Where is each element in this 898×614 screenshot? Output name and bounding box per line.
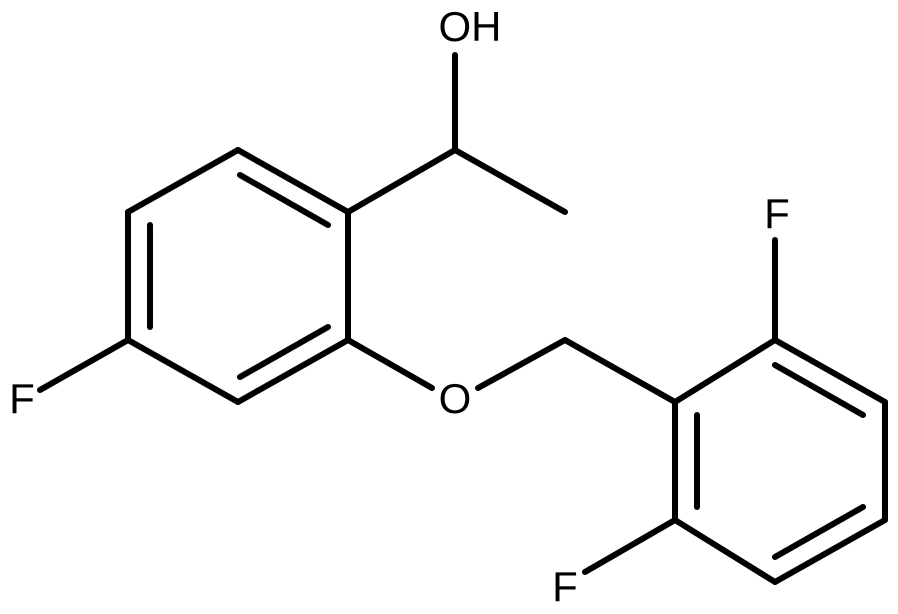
ether-oxygen-label: O [439, 375, 472, 422]
fluorine-ring2-bottom-label: F [552, 563, 578, 610]
bond-r1-bottom-right-inner [237, 324, 331, 380]
bond-r1-top-inner [237, 172, 331, 228]
bond-ether-o-to-ch2 [475, 337, 568, 391]
bond-r1-bottom-right [235, 337, 351, 405]
bond-r2-bottom-right-inner [772, 504, 866, 560]
bond-ch2-to-ring2 [562, 337, 678, 405]
fluorine-ring1-label: F [9, 375, 35, 422]
bond-r1-top-left [125, 147, 241, 215]
bond-ring2-to-f-bottom [582, 517, 678, 575]
bond-ring1-to-ether-o [345, 337, 435, 391]
bond-r1-top [235, 147, 351, 215]
bond-carbinol-to-methyl [452, 147, 568, 215]
bond-ring1-to-carbinol [345, 147, 458, 215]
bond-r2-bottom-right [772, 517, 888, 585]
hydroxyl-label: OH [439, 3, 502, 50]
fluorine-ring2-top-label: F [764, 190, 790, 237]
ring-2 [672, 337, 888, 585]
bond-r1-bottom-left [125, 337, 241, 405]
bond-r2-bottom-left [672, 517, 778, 585]
bond-r2-top-right [772, 337, 888, 405]
bond-r2-top-left [672, 337, 778, 405]
bond-r2-top-right-inner [772, 362, 866, 418]
bond-ring1-to-f [37, 337, 131, 393]
ring-1 [125, 147, 351, 405]
